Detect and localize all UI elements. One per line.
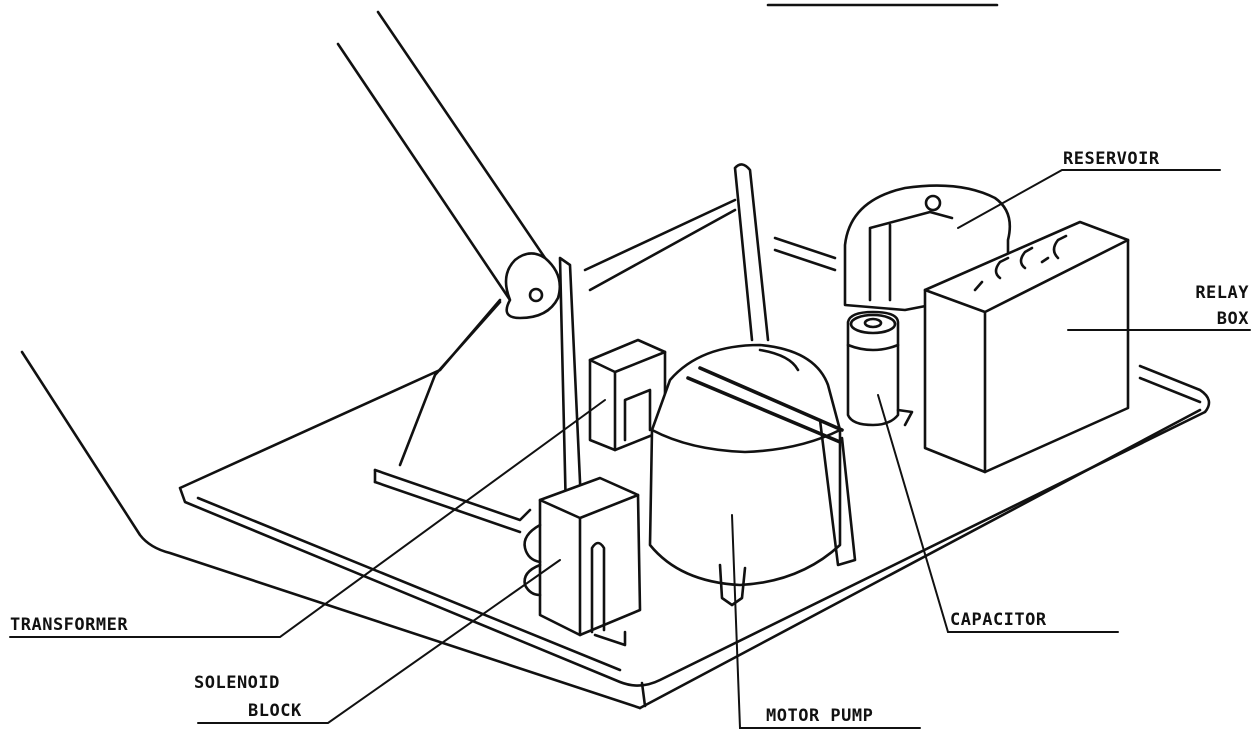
- arm-pivot-bolt: [528, 287, 544, 303]
- motor-pump-cap-top: [758, 348, 800, 372]
- capacitor-band: [846, 343, 900, 352]
- solenoid-block-label-line2: BLOCK: [248, 701, 302, 721]
- post-right: [733, 163, 770, 342]
- solenoid-block-body: [538, 476, 642, 637]
- reservoir-cap: [924, 194, 942, 212]
- relay-box-terminals: [973, 234, 1068, 292]
- lever-bar: [373, 468, 532, 534]
- motor-pump-outlet: [718, 563, 747, 607]
- solenoid-foot: [593, 630, 627, 647]
- solenoid-slot: [590, 541, 606, 634]
- reservoir-label: RESERVOIR: [1063, 149, 1160, 169]
- chassis-outline: [20, 350, 642, 710]
- lever-plate: [398, 298, 502, 467]
- motor-pump-strap: [686, 366, 844, 444]
- rear-rail: [773, 236, 837, 272]
- transformer-leader: [9, 399, 606, 638]
- base-plate-inner-edge: [196, 376, 1202, 672]
- arm-pivot: [504, 252, 562, 320]
- capacitor-mount: [896, 408, 914, 427]
- base-plate-corner: [640, 681, 647, 708]
- motor-pump-label: MOTOR PUMP: [766, 706, 873, 726]
- capacitor-label: CAPACITOR: [950, 610, 1047, 630]
- motor-pump-shoulder: [650, 428, 842, 454]
- solenoid-block-label-line1: SOLENOID: [194, 673, 280, 693]
- capacitor-body: [846, 310, 900, 427]
- reservoir-neck: [868, 210, 954, 302]
- reservoir-leader: [957, 169, 1221, 229]
- transformer-core: [623, 388, 652, 442]
- capacitor-leader: [877, 394, 1119, 633]
- solenoid-coils: [523, 523, 542, 597]
- motor-pump-bracket: [818, 418, 857, 567]
- relay-box-label-line2: BOX: [1217, 309, 1249, 329]
- base-plate: [178, 364, 1211, 687]
- transformer-edges: [588, 350, 667, 452]
- motor-pump-body: [648, 343, 842, 587]
- relay-box-label-line1: RELAY: [1195, 283, 1249, 303]
- arm-upper: [336, 10, 547, 302]
- transformer-label: TRANSFORMER: [10, 615, 128, 635]
- relay-box-body: [923, 220, 1130, 474]
- motor-pump-leader: [731, 514, 921, 729]
- relay-box-edges: [923, 238, 1130, 474]
- solenoid-block-edges: [538, 493, 640, 637]
- capacitor-terminal: [863, 317, 883, 329]
- cross-rod: [583, 198, 737, 292]
- solenoid-block-leader: [197, 559, 561, 724]
